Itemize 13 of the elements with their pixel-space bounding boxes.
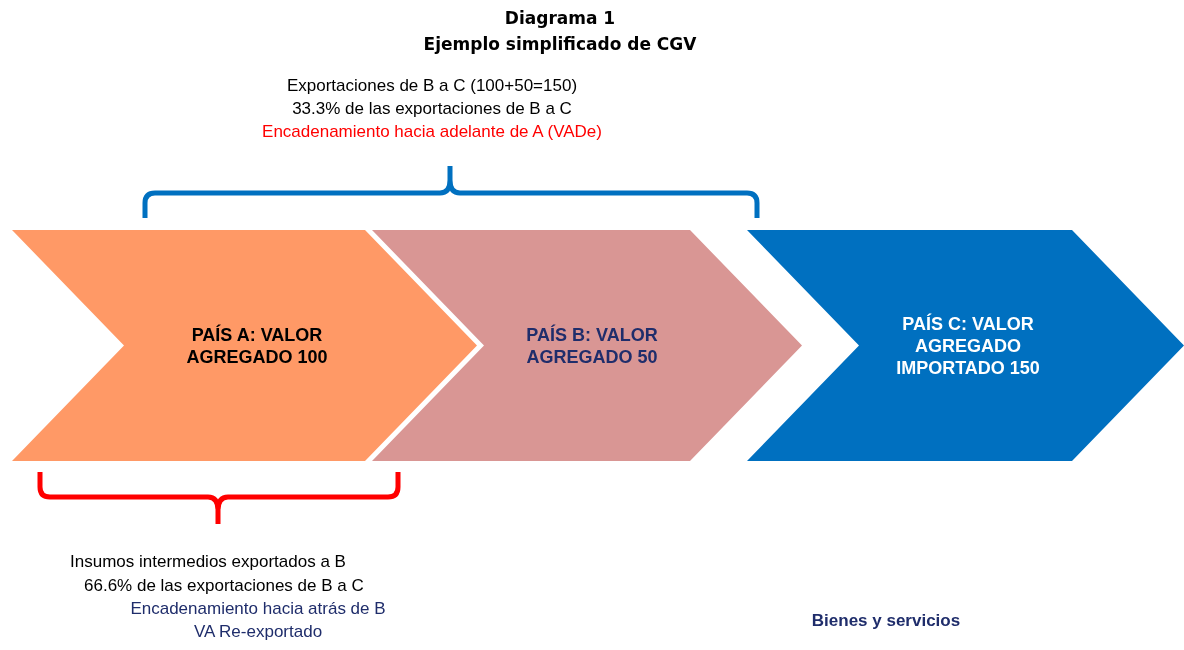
chevron-label: PAÍS B: VALOR AGREGADO 50: [525, 323, 659, 368]
annotation-text: VA Re-exportado: [193, 622, 323, 642]
annotation-text: 33.3% de las exportaciones de B a C: [292, 99, 572, 119]
annotation-text: Encadenamiento hacia atrás de B: [130, 599, 386, 619]
diagram-title: Diagrama 1: [504, 8, 616, 28]
annotation-text: Encadenamiento hacia adelante de A (VADe): [262, 122, 602, 142]
chevron-label: PAÍS C: VALOR AGREGADO IMPORTADO 150: [895, 312, 1041, 379]
diagram-subtitle: Ejemplo simplificado de CGV: [423, 34, 697, 54]
annotation-text: Insumos intermedios exportados a B: [70, 552, 346, 572]
annotation-text: 66.6% de las exportaciones de B a C: [84, 576, 364, 596]
annotation-text: Bienes y servicios: [811, 611, 961, 631]
chevron-label: PAÍS A: VALOR AGREGADO 100: [185, 323, 329, 368]
annotation-text: Exportaciones de B a C (100+50=150): [286, 76, 578, 96]
